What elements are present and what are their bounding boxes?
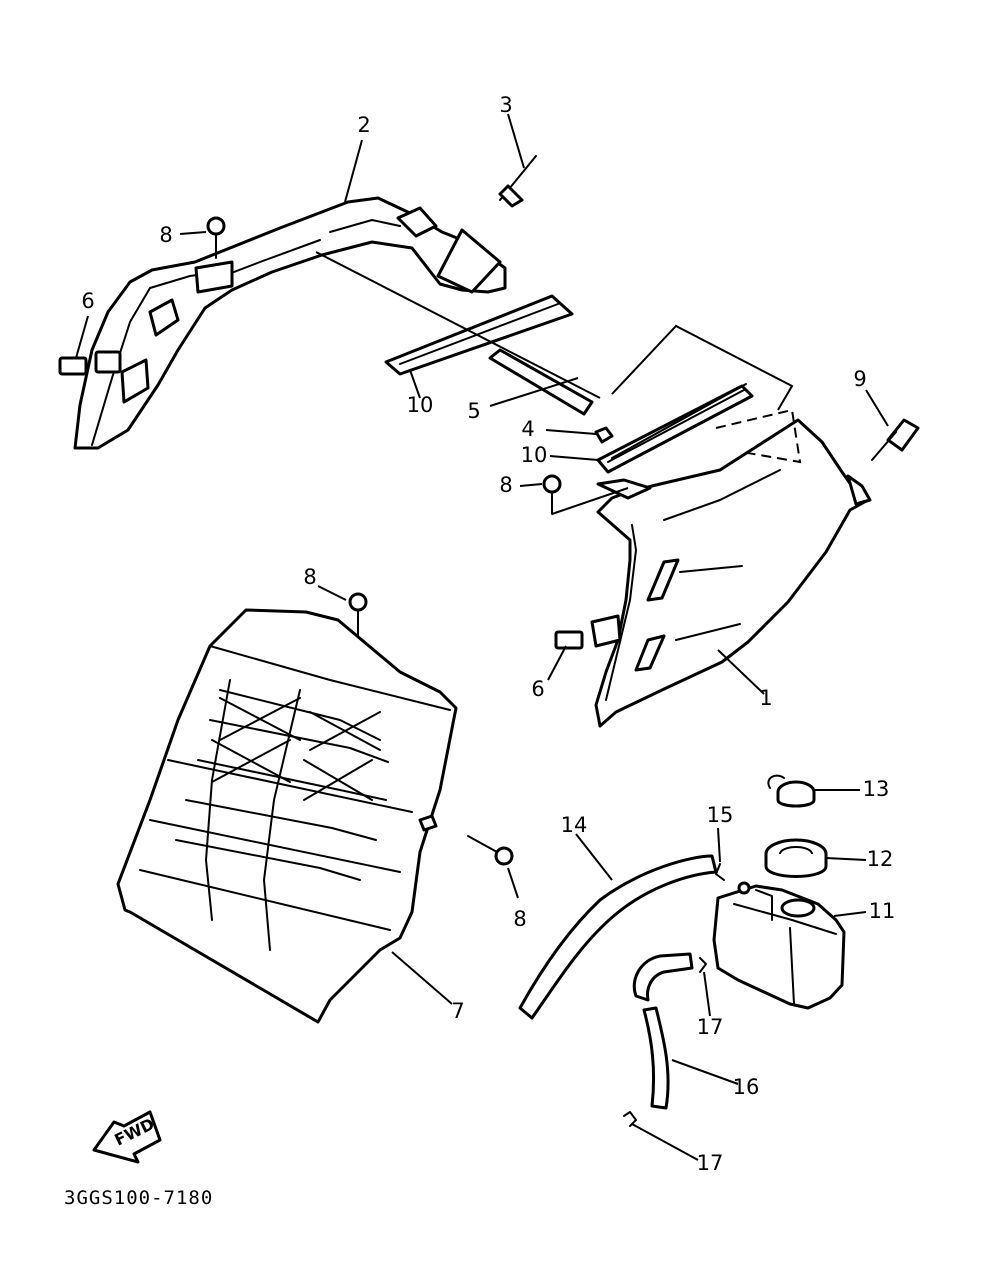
part-7-radiator-cover	[116, 608, 458, 1024]
callout-15: 15	[707, 803, 734, 827]
callout-17b: 17	[697, 1151, 724, 1175]
part-10-strip-lower	[596, 383, 754, 474]
callout-16: 16	[733, 1075, 760, 1099]
diagram-code: 3GGS100-7180	[64, 1187, 213, 1209]
part-4-nut	[594, 426, 614, 444]
part-17-clamp-a	[699, 957, 707, 973]
callout-5: 5	[467, 399, 480, 423]
part-8-screw-c	[348, 592, 368, 637]
callout-2: 2	[357, 113, 370, 137]
callout-9: 9	[853, 367, 866, 391]
part-6-clip-a	[58, 356, 88, 376]
callout-8a: 8	[159, 223, 172, 247]
part-1-side-cover	[590, 418, 872, 728]
callout-8d: 8	[513, 907, 526, 931]
part-14-hose	[518, 854, 718, 1020]
callout-3: 3	[499, 93, 512, 117]
callout-8b: 8	[499, 473, 512, 497]
part-12-ring	[764, 838, 828, 878]
callout-13: 13	[863, 777, 890, 801]
part-11-tank	[712, 881, 846, 1010]
part-3-rivet	[498, 155, 537, 208]
part-6-clip-b	[554, 630, 584, 650]
leader-lines	[75, 113, 889, 1161]
part-9-bolt	[871, 418, 920, 461]
part-15-clamp	[715, 863, 725, 881]
part-8-screw-d	[467, 835, 514, 866]
callout-12: 12	[867, 847, 894, 871]
callout-8c: 8	[303, 565, 316, 589]
callout-6b: 6	[531, 677, 544, 701]
callout-1: 1	[759, 686, 772, 710]
callout-6a: 6	[81, 289, 94, 313]
part-17-clamp-b	[623, 1111, 637, 1127]
callout-10b: 10	[521, 443, 548, 467]
callout-10a: 10	[407, 393, 434, 417]
fwd-arrow-icon: FWD	[92, 1110, 162, 1164]
part-8-screw-b	[542, 474, 562, 515]
callout-7: 7	[451, 999, 464, 1023]
callout-4: 4	[521, 417, 534, 441]
part-16-hose	[632, 952, 694, 1110]
callout-17a: 17	[697, 1015, 724, 1039]
callouts: 1 2 3 4 5 6 6 7 8 8 8 8 9 10 10 11 12 13…	[81, 93, 895, 1175]
part-5-pad	[488, 348, 594, 416]
part-13-cap	[767, 774, 816, 808]
part-8-screw-a	[206, 216, 226, 259]
callout-14: 14	[561, 813, 588, 837]
part-2-side-cover	[73, 196, 507, 450]
callout-11: 11	[869, 899, 896, 923]
